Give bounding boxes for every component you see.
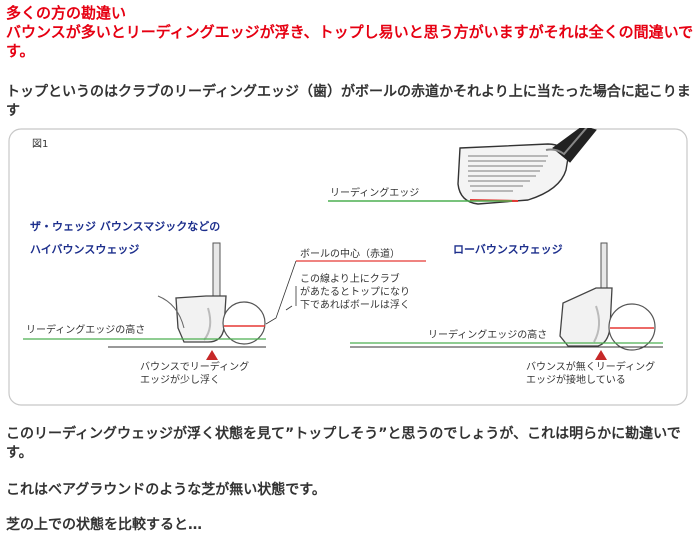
left-marker	[206, 350, 218, 360]
headline-line-2: バウンスが多いとリーディングエッジが浮き、トップし易いと思う方がいますがそれは全…	[6, 23, 694, 60]
right-marker	[595, 350, 607, 360]
left-title-line-1: ザ・ウェッジ バウンスマジックなどの	[30, 220, 221, 233]
top-leading-edge-label: リーディングエッジ	[330, 188, 420, 199]
headline-line-1: 多くの方の勘違い	[6, 4, 127, 22]
figure-1: 図1 リーディングエッジ ザ・ウェッジ バウンスマジックなどの ハイバウンスウェ…	[8, 128, 690, 408]
left-leading-edge-height-label: リーディングエッジの高さ	[26, 325, 146, 336]
intro-paragraph: トップというのはクラブのリーディングエッジ（歯）がボールの赤道かそれより上に当た…	[6, 84, 691, 119]
paragraph-bare-ground: これはベアグラウンドのような芝が無い状態です。	[6, 482, 326, 498]
ball-center-label: ボールの中心（赤道）	[300, 249, 400, 260]
left-caption: バウンスでリーディング エッジが少し浮く	[140, 362, 250, 386]
headline: 多くの方の勘違い バウンスが多いとリーディングエッジが浮き、トップし易いと思う方…	[6, 4, 696, 61]
note-text: この線より上にクラブ があたるとトップになり 下であればボールは浮く	[300, 274, 410, 311]
paragraph-comparison: 芝の上での状態を比較すると…	[6, 517, 202, 533]
figure-label: 図1	[32, 139, 49, 150]
wedge-head-illustration	[457, 128, 597, 205]
right-title: ローバウンスウェッジ	[453, 243, 563, 256]
left-club-illustration	[157, 242, 227, 343]
figure-diagram	[8, 128, 688, 406]
left-title-line-2: ハイバウンスウェッジ	[30, 243, 140, 256]
paragraph-misconception: このリーディングウェッジが浮く状態を見て”トップしそう”と思うのでしょうが、これ…	[6, 426, 681, 461]
left-ball	[222, 301, 266, 345]
right-caption: バウンスが無くリーディング エッジが接地している	[526, 362, 656, 386]
right-ball	[608, 303, 656, 351]
right-leading-edge-height-label: リーディングエッジの高さ	[428, 330, 548, 341]
ball-center-pointer	[265, 260, 297, 325]
